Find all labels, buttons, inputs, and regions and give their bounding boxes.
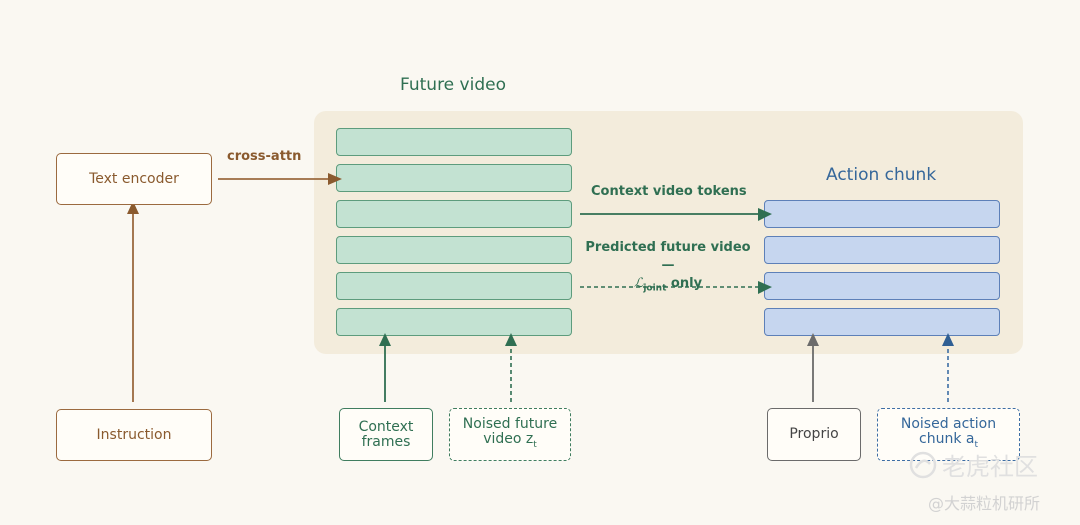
proprio-box: Proprio (767, 408, 861, 461)
context-frames-line1: Context (358, 418, 414, 435)
noised-video-line2-main: video z (483, 430, 534, 447)
noised-video-arrowhead (505, 333, 517, 346)
noised-video-line2: video zt (483, 430, 537, 453)
noised-video-subscript: t (533, 439, 537, 450)
proprio-arrowhead (807, 333, 819, 346)
action-token (764, 236, 1000, 264)
watermark-credit: @大蒜粒机研所 (928, 494, 1041, 513)
action-token (764, 272, 1000, 300)
noised-action-arrowhead (942, 333, 954, 346)
watermark-logo-icon (909, 451, 937, 478)
context-tokens-arrowhead (758, 208, 772, 221)
noised-action-box: Noised action chunk at (877, 408, 1020, 461)
context-video-tokens-label: Context video tokens (591, 184, 747, 199)
noised-action-line2-main: chunk a (919, 430, 975, 447)
loss-subscript: joint (643, 283, 667, 294)
loss-symbol: ℒ (633, 276, 644, 291)
instruction-arrowhead (127, 201, 139, 214)
noised-action-line1: Noised action (900, 415, 997, 432)
text-encoder-label: Text encoder (89, 170, 179, 187)
noised-video-line1: Noised future (462, 415, 558, 432)
video-token (336, 128, 572, 156)
noised-video-box: Noised future video zt (449, 408, 571, 461)
predicted-future-line2: ℒjoint only (578, 275, 758, 298)
cross-attn-arrowhead (328, 173, 342, 185)
proprio-label: Proprio (789, 426, 839, 442)
watermark-logo: 老虎社区 (908, 447, 1038, 482)
watermark-logo-text: 老虎社区 (942, 453, 1038, 481)
video-token (336, 200, 572, 228)
instruction-box: Instruction (56, 409, 212, 461)
video-token (336, 308, 572, 336)
future-video-title: Future video (400, 75, 506, 95)
loss-suffix: only (670, 276, 703, 291)
video-token (336, 164, 572, 192)
predicted-future-line1: Predicted future video — (585, 240, 751, 273)
context-frames-arrowhead (379, 333, 391, 346)
action-token (764, 308, 1000, 336)
video-token (336, 272, 572, 300)
context-frames-line2: frames (361, 433, 411, 450)
noised-action-line2: chunk at (919, 430, 978, 453)
predicted-future-arrowhead (758, 281, 772, 294)
cross-attn-label: cross-attn (227, 149, 302, 164)
predicted-future-label: Predicted future video — ℒjoint only (578, 239, 758, 298)
context-frames-box: Context frames (339, 408, 433, 461)
action-chunk-title: Action chunk (826, 165, 937, 185)
action-token (764, 200, 1000, 228)
instruction-label: Instruction (96, 426, 172, 443)
noised-action-subscript: t (974, 439, 978, 450)
video-token (336, 236, 572, 264)
text-encoder-box: Text encoder (56, 153, 212, 205)
